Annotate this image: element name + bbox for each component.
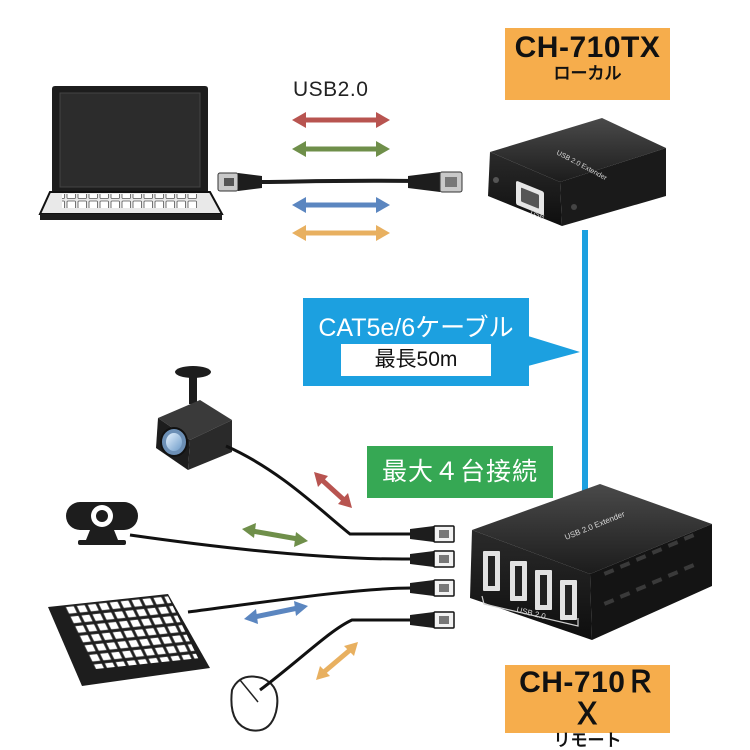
cable-length: 最長50m: [341, 344, 491, 376]
peripheral-cables: [129, 444, 413, 692]
rx-badge: CH-710ＲＸ リモート: [505, 665, 670, 750]
cable-title: CAT5e/6ケーブル: [318, 314, 514, 342]
data-arrow-red-peripheral: [314, 472, 352, 508]
keyboard-icon: [48, 594, 210, 686]
tx-model: CH-710TX: [514, 31, 661, 64]
usb-plugs: [410, 525, 455, 629]
mouse-icon: [230, 675, 279, 732]
tx-badge: CH-710TX ローカル: [505, 28, 670, 100]
tx-role: ローカル: [553, 64, 622, 83]
data-arrow-red-top: [292, 112, 390, 128]
data-arrow-orange-peripheral: [316, 642, 358, 680]
data-arrow-green-peripheral: [242, 523, 308, 547]
laptop-icon: [38, 86, 224, 220]
cable-info-box: CAT5e/6ケーブル 最長50m: [303, 298, 529, 386]
connection-label: 最大４台接続: [367, 446, 553, 498]
camera-icon: [156, 366, 232, 470]
data-arrow-green-top: [292, 141, 390, 157]
rx-role: リモート: [553, 731, 622, 750]
rx-device: [470, 484, 712, 640]
data-arrow-orange-top: [292, 225, 390, 241]
rx-usb-ports: [483, 551, 577, 620]
data-arrow-blue-peripheral: [244, 601, 308, 624]
cable-callout-pointer: [528, 336, 580, 366]
usb-cable: [217, 171, 463, 193]
rx-model: CH-710ＲＸ: [519, 666, 656, 731]
data-arrow-blue-top: [292, 197, 390, 213]
webcam-icon: [66, 502, 138, 545]
tx-device: [488, 118, 666, 226]
usb-label: USB2.0: [293, 78, 369, 101]
